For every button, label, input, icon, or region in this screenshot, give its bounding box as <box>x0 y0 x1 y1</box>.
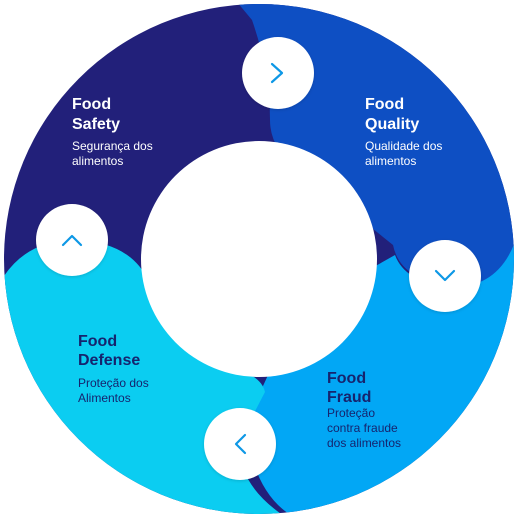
safety-title-line1: Food <box>72 96 111 113</box>
next-defense-button[interactable] <box>204 408 276 480</box>
quality-title-line1: Food <box>365 96 404 113</box>
defense-title-line2: Defense <box>78 352 140 369</box>
defense-title-line1: Food <box>78 333 117 350</box>
chevron-left-icon <box>234 433 247 455</box>
quality-subtitle-line2: alimentos <box>365 154 416 168</box>
chevron-right-icon <box>270 62 284 84</box>
defense-label-group: Food Defense Proteção dos Alimentos <box>78 333 149 405</box>
fraud-label-group: Food Fraud Proteção contra fraude dos al… <box>327 370 401 450</box>
next-safety-button[interactable] <box>36 204 108 276</box>
quality-label-group: Food Quality Qualidade dos alimentos <box>365 96 442 168</box>
quality-title-line2: Quality <box>365 116 419 133</box>
chevron-down-icon <box>434 269 456 282</box>
safety-title-line2: Safety <box>72 116 120 133</box>
safety-subtitle-line1: Segurança dos <box>72 139 153 153</box>
safety-subtitle-line2: alimentos <box>72 154 123 168</box>
fraud-subtitle-line1: Proteção <box>327 406 375 420</box>
chevron-up-icon <box>61 234 83 247</box>
safety-label-group: Food Safety Segurança dos alimentos <box>72 96 153 168</box>
next-fraud-button[interactable] <box>409 240 481 312</box>
defense-subtitle-line2: Alimentos <box>78 391 131 405</box>
fraud-subtitle-line2: contra fraude <box>327 421 398 435</box>
defense-subtitle-line1: Proteção dos <box>78 376 149 390</box>
fraud-title-line1: Food <box>327 370 366 387</box>
center-circle <box>141 141 377 377</box>
fraud-title-line2: Fraud <box>327 389 371 406</box>
quality-subtitle-line1: Qualidade dos <box>365 139 442 153</box>
next-quality-button[interactable] <box>242 37 314 109</box>
fraud-subtitle-line3: dos alimentos <box>327 436 401 450</box>
